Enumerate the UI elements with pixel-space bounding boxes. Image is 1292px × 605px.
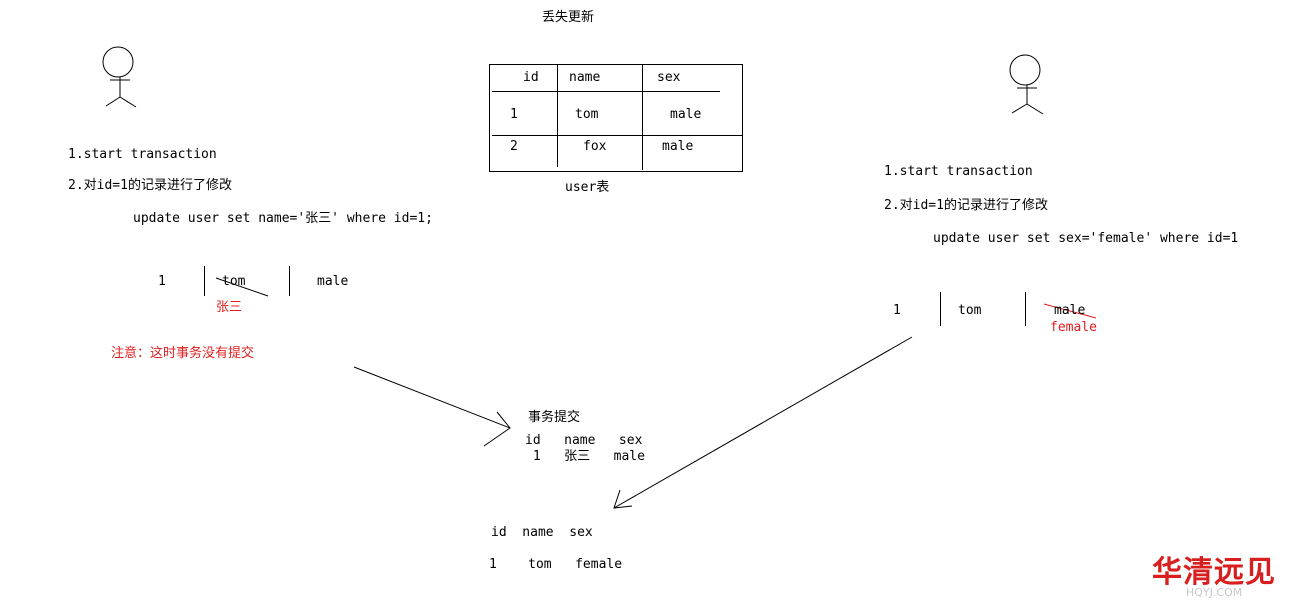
- right-row-sex: male: [1054, 303, 1086, 318]
- right-new-value: female: [1050, 320, 1097, 335]
- user-table-row2-name: fox: [583, 139, 607, 154]
- diagram-title: 丢失更新: [542, 10, 595, 25]
- user-table-col-line-1: [557, 64, 558, 167]
- right-strike-line: [1043, 303, 1097, 319]
- right-row-id: 1: [893, 303, 901, 318]
- user-table-header-line: [492, 91, 720, 92]
- left-user-figure: [102, 46, 137, 108]
- user-table-col-line-2: [642, 64, 643, 170]
- left-note: 注意：这时事务没有提交: [111, 346, 255, 361]
- user-table: [489, 64, 743, 172]
- right-row-name: tom: [958, 303, 982, 318]
- watermark-logo-text: 华清远见: [1152, 555, 1276, 590]
- left-row-id: 1: [158, 274, 166, 289]
- left-strike-line: [215, 277, 269, 297]
- left-row-sex: male: [317, 274, 349, 289]
- left-step-2: 2.对id=1的记录进行了修改: [68, 178, 232, 193]
- left-new-value: 张三: [216, 300, 243, 315]
- left-arrow: [353, 366, 511, 447]
- watermark-logo-subtext: HQYJ.COM: [1186, 586, 1243, 599]
- user-table-row1-id: 1: [510, 107, 518, 122]
- user-table-row1-sex: male: [670, 107, 702, 122]
- right-sql: update user set sex='female' where id=1: [933, 231, 1239, 246]
- user-table-row2-sex: male: [662, 139, 694, 154]
- watermark-logo: 华清远见 HQYJ.COM: [1152, 556, 1288, 602]
- user-table-row2-id: 2: [510, 139, 518, 154]
- right-step-2: 2.对id=1的记录进行了修改: [884, 198, 1048, 213]
- left-sql: update user set name='张三' where id=1;: [133, 211, 433, 226]
- left-step-1: 1.start transaction: [68, 147, 217, 162]
- user-table-header-id: id: [523, 70, 539, 85]
- left-row-divider-1: [204, 266, 205, 296]
- user-table-row1-name: tom: [575, 107, 599, 122]
- commit-label: 事务提交: [528, 410, 581, 425]
- right-user-figure: [1009, 54, 1044, 115]
- left-row-name: tom: [222, 274, 246, 289]
- user-table-caption: user表: [565, 180, 610, 195]
- final-header: id name sex: [491, 525, 593, 540]
- user-table-header-sex: sex: [657, 70, 681, 85]
- commit-header: id name sex: [525, 433, 643, 448]
- commit-row: 1 张三 male: [525, 449, 645, 464]
- final-row: 1 tom female: [489, 557, 623, 572]
- user-table-header-name: name: [569, 70, 601, 85]
- right-arrow: [613, 336, 913, 509]
- right-step-1: 1.start transaction: [884, 164, 1033, 179]
- left-row-divider-2: [289, 266, 290, 296]
- right-row-divider-1: [940, 292, 941, 326]
- user-table-row-line: [492, 135, 743, 136]
- right-row-divider-2: [1025, 292, 1026, 326]
